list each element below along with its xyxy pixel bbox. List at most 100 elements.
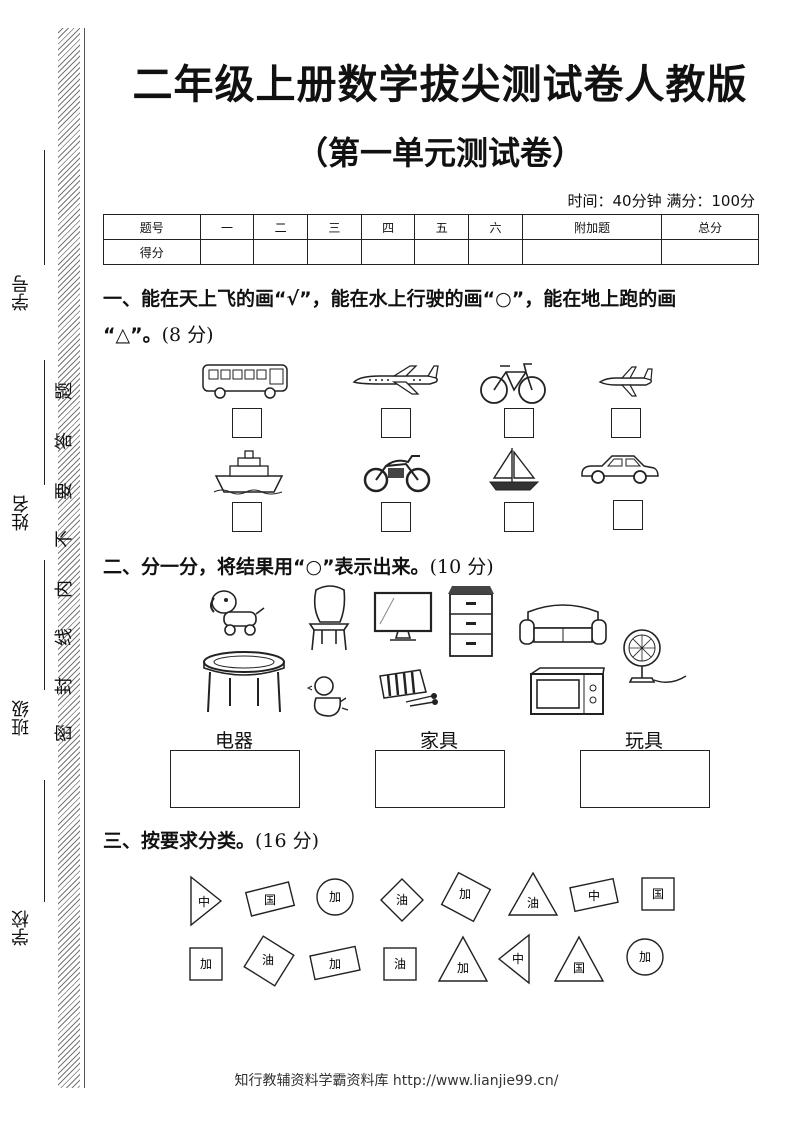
q1-answer-box[interactable] bbox=[504, 408, 534, 438]
chair-icon bbox=[308, 585, 350, 651]
q2-points: (10 分) bbox=[429, 556, 494, 578]
answer-box-furniture[interactable] bbox=[375, 750, 505, 808]
q1-answer-box[interactable] bbox=[381, 502, 411, 532]
score-header-cell: 五 bbox=[414, 214, 470, 240]
name-field[interactable] bbox=[44, 360, 45, 485]
score-header-cell: 一 bbox=[199, 214, 255, 240]
score-table-row: 得分 bbox=[103, 239, 759, 265]
score-header-cell: 二 bbox=[253, 214, 309, 240]
toy-dog-icon bbox=[210, 590, 265, 636]
circle-shape: 加 bbox=[316, 878, 354, 916]
shape-char: 加 bbox=[329, 957, 341, 971]
microwave-icon bbox=[530, 667, 605, 715]
binding-edge-line bbox=[84, 28, 85, 1088]
seal-char: 不 bbox=[54, 530, 75, 548]
q2-line: 二、分一分，将结果用“○”表示出来。(10 分) bbox=[103, 552, 494, 579]
student-no-label: 学号 bbox=[11, 275, 32, 311]
shape-char: 加 bbox=[639, 950, 651, 964]
triangle-shape: 中 bbox=[497, 933, 530, 985]
q2-text: 二、分一分，将结果用“○”表示出来。 bbox=[103, 556, 430, 578]
seal-char: 要 bbox=[54, 482, 75, 500]
airplane-icon bbox=[352, 365, 439, 395]
seal-char: 内 bbox=[54, 580, 75, 598]
school-field[interactable] bbox=[44, 780, 45, 902]
score-cell[interactable] bbox=[360, 239, 416, 265]
shape-char: 油 bbox=[394, 957, 406, 971]
shape-char: 国 bbox=[264, 893, 276, 907]
seal-char: 密 bbox=[54, 724, 75, 742]
triangle-shape: 国 bbox=[553, 935, 605, 982]
score-cell[interactable] bbox=[521, 239, 663, 265]
score-cell[interactable] bbox=[661, 239, 759, 265]
bicycle-icon bbox=[480, 363, 546, 404]
cabinet-icon bbox=[448, 586, 494, 657]
score-cell[interactable] bbox=[253, 239, 309, 265]
score-cell[interactable] bbox=[414, 239, 470, 265]
score-cell[interactable] bbox=[468, 239, 523, 265]
shape-char: 加 bbox=[329, 890, 341, 904]
score-header-cell: 三 bbox=[307, 214, 362, 240]
rectangle-shape: 国 bbox=[244, 881, 296, 917]
score-header-cell: 总分 bbox=[661, 214, 759, 240]
square-shape: 油 bbox=[243, 935, 295, 987]
name-label: 姓名 bbox=[11, 495, 32, 531]
shape-char: 国 bbox=[573, 961, 585, 975]
shape-char: 中 bbox=[198, 894, 210, 909]
shape-char: 加 bbox=[457, 961, 469, 975]
sofa-icon bbox=[519, 604, 607, 645]
television-icon bbox=[373, 591, 433, 641]
q1-answer-box[interactable] bbox=[504, 502, 534, 532]
q1-answer-box[interactable] bbox=[611, 408, 641, 438]
school-label: 学校 bbox=[11, 910, 32, 946]
seal-char: 封 bbox=[54, 677, 75, 695]
page-subtitle: （第一单元测试卷） bbox=[295, 134, 584, 172]
airplane-icon bbox=[598, 366, 653, 397]
shape-char: 加 bbox=[459, 887, 471, 901]
ship-icon bbox=[213, 450, 284, 495]
category-label-toy: 玩具 bbox=[625, 730, 664, 752]
q3-text: 三、按要求分类。 bbox=[103, 830, 256, 852]
square-shape: 油 bbox=[383, 947, 417, 981]
score-cell[interactable] bbox=[307, 239, 362, 265]
class-field[interactable] bbox=[44, 560, 45, 690]
diamond-shape: 油 bbox=[380, 878, 424, 922]
score-table-header: 题号 一 二 三 四 五 六 附加题 总分 bbox=[103, 214, 759, 240]
shape-char: 中 bbox=[588, 888, 600, 903]
answer-box-appliance[interactable] bbox=[170, 750, 300, 808]
q1-text-line2: “△”。(8 分) bbox=[103, 320, 214, 347]
q3-line: 三、按要求分类。(16 分) bbox=[103, 826, 319, 853]
category-label-appliance: 电器 bbox=[215, 730, 254, 752]
shape-char: 油 bbox=[396, 893, 408, 907]
student-no-field[interactable] bbox=[44, 150, 45, 265]
rectangle-shape: 中 bbox=[569, 877, 619, 913]
car-icon bbox=[581, 455, 659, 484]
square-shape: 国 bbox=[641, 877, 675, 911]
score-header-cell: 附加题 bbox=[521, 214, 663, 240]
triangle-shape: 油 bbox=[507, 871, 559, 916]
category-label-furniture: 家具 bbox=[420, 730, 459, 752]
seal-char: 答 bbox=[54, 432, 75, 450]
answer-box-toy[interactable] bbox=[580, 750, 710, 808]
rectangle-shape: 加 bbox=[309, 945, 361, 981]
score-cell[interactable] bbox=[199, 239, 255, 265]
page-title: 二年级上册数学拔尖测试卷人教版 bbox=[132, 62, 748, 108]
bus-icon bbox=[202, 364, 288, 399]
shape-char: 加 bbox=[200, 957, 212, 971]
q1-answer-box[interactable] bbox=[232, 502, 262, 532]
footer-watermark: 知行教辅资料学霸资料库 http://www.lianjie99.cn/ bbox=[234, 1073, 559, 1089]
score-header-cell: 四 bbox=[360, 214, 416, 240]
q1-text-line1: 一、能在天上飞的画“√”，能在水上行驶的画“○”，能在地上跑的画 bbox=[103, 288, 677, 310]
seal-char: 题 bbox=[54, 382, 75, 400]
triangle-shape: 中 bbox=[190, 875, 223, 927]
q1-answer-box[interactable] bbox=[381, 408, 411, 438]
duck-toy-icon bbox=[306, 676, 349, 717]
shape-char: 油 bbox=[527, 896, 539, 910]
shape-char: 油 bbox=[262, 953, 274, 967]
q3-points: (16 分) bbox=[255, 830, 320, 852]
q1-points: (8 分) bbox=[161, 324, 214, 346]
q1-answer-box[interactable] bbox=[613, 500, 643, 530]
q1-text: “△”。 bbox=[103, 324, 162, 346]
seal-char: 线 bbox=[54, 628, 75, 646]
sailboat-icon bbox=[489, 447, 540, 491]
q1-answer-box[interactable] bbox=[232, 408, 262, 438]
